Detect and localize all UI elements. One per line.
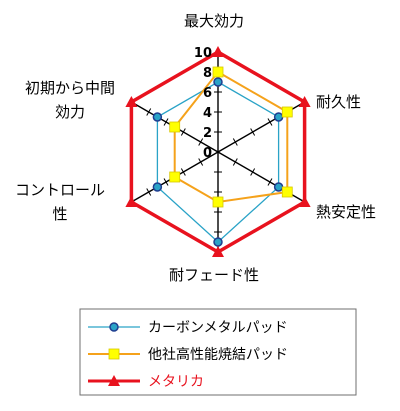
axis-label: 耐フェード性 — [169, 266, 259, 284]
series-point-circle — [213, 77, 223, 87]
radar-tick-mark — [146, 188, 152, 196]
series-point-circle — [152, 182, 163, 192]
axis-label: 最大効力 — [184, 12, 244, 30]
series-point-square — [212, 66, 224, 78]
tick-label: 8 — [203, 66, 212, 81]
radar-tick-mark — [163, 118, 169, 126]
axis-label: 耐久性 — [316, 93, 361, 111]
series-point-triangle — [298, 96, 311, 107]
series-point-circle — [273, 112, 284, 122]
radar-tick-mark — [198, 138, 204, 146]
radar-tick-mark — [180, 128, 186, 136]
tick-label: 0 — [203, 146, 212, 161]
radar-tick-mark — [198, 158, 204, 166]
legend-label: カーボンメタルパッド — [148, 320, 288, 336]
series-point-circle — [152, 112, 163, 122]
radar-axes — [131, 52, 305, 252]
radar-series — [125, 46, 311, 257]
series-point-triangle — [298, 196, 311, 207]
tick-label: 6 — [203, 86, 212, 101]
series-point-circle — [213, 237, 223, 247]
radar-tick-mark — [267, 118, 273, 126]
series-point-square — [108, 348, 120, 360]
legend-label: 他社高性能焼結パッド — [148, 346, 288, 363]
legend-label: メタリカ — [148, 374, 204, 390]
series-point-circle — [273, 182, 284, 192]
series-point-triangle — [212, 246, 224, 257]
series-point-triangle — [108, 375, 120, 386]
series-point-square — [169, 121, 181, 133]
axis-label: コントロール性 — [15, 181, 105, 223]
axis-label: 初期から中間効力 — [25, 79, 115, 121]
radar-tick-mark — [250, 168, 256, 176]
radar-tick-mark — [250, 128, 256, 136]
series-point-circle — [109, 322, 119, 332]
radar-tick-mark — [232, 138, 238, 146]
tick-label: 2 — [203, 126, 212, 141]
series-point-square — [169, 171, 181, 183]
series-point-triangle — [125, 196, 138, 207]
radar-tick-mark — [232, 158, 238, 166]
series-point-triangle — [125, 96, 138, 107]
series-point-square — [212, 196, 224, 208]
radar-tick-mark — [267, 178, 273, 186]
series-point-square — [281, 186, 293, 198]
series-point-square — [281, 106, 293, 118]
tick-label: 10 — [194, 46, 212, 61]
radar-tick-mark — [163, 178, 169, 186]
radar-tick-mark — [180, 168, 186, 176]
radar-tick-mark — [146, 108, 152, 116]
series-point-triangle — [212, 46, 224, 57]
radar-tick-labels: 10 8 6 4 2 0 — [194, 46, 212, 161]
tick-label: 4 — [203, 106, 212, 121]
axis-label: 熱安定性 — [316, 203, 376, 221]
